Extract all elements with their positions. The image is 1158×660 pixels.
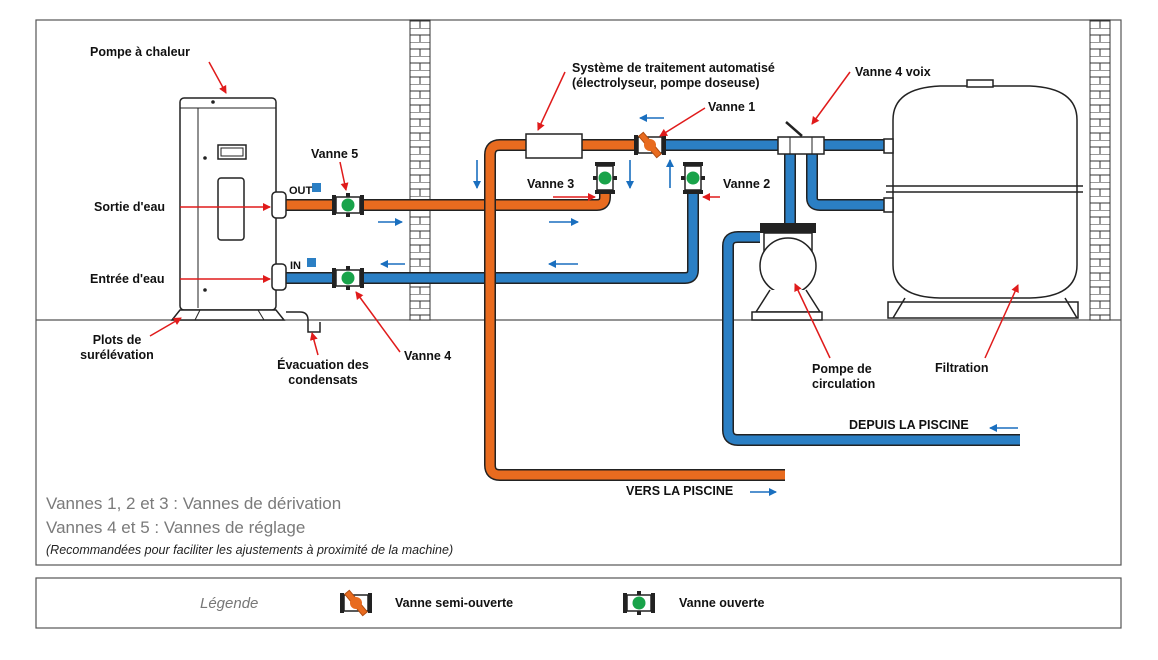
label-condensate-line1: Évacuation des bbox=[277, 358, 369, 372]
legend-title: Légende bbox=[200, 595, 259, 612]
brick-wall-right bbox=[1089, 19, 1111, 321]
treatment-box bbox=[525, 133, 583, 159]
label-pump: Pompe de circulation bbox=[812, 362, 875, 392]
condensate-drain bbox=[286, 311, 321, 333]
flow-arrows bbox=[378, 114, 1018, 496]
brick-wall-left bbox=[409, 19, 431, 321]
label-water-in: Entrée d'eau bbox=[90, 272, 165, 286]
label-valve4: Vanne 4 bbox=[404, 349, 452, 363]
label-risers-line2: surélévation bbox=[80, 348, 154, 362]
label-pump-line1: Pompe de bbox=[812, 362, 872, 376]
label-in-tag: IN bbox=[290, 260, 301, 272]
label-treatment-line2: (électrolyseur, pompe doseuse) bbox=[572, 76, 760, 90]
label-out-tag: OUT bbox=[289, 185, 313, 197]
label-valve5: Vanne 5 bbox=[311, 147, 359, 161]
label-heat-pump: Pompe à chaleur bbox=[90, 45, 191, 59]
filter-tank bbox=[883, 79, 1083, 319]
label-condensate-line2: condensats bbox=[288, 373, 358, 387]
diagram-frame bbox=[35, 19, 1122, 566]
label-water-out: Sortie d'eau bbox=[94, 200, 166, 214]
valve1-icon bbox=[633, 131, 667, 159]
label-treatment-line1: Système de traitement automatisé bbox=[572, 61, 775, 75]
valve4-icon bbox=[331, 265, 365, 291]
heat-pump bbox=[170, 97, 287, 321]
legend-open-label: Vanne ouverte bbox=[679, 596, 765, 610]
valve5-icon bbox=[331, 192, 365, 218]
note-adjust-valves: Vannes 4 et 5 : Vannes de réglage bbox=[46, 518, 306, 537]
legend-semi-open-icon bbox=[339, 589, 373, 617]
label-risers: Plots de surélévation bbox=[68, 333, 166, 363]
label-valve3: Vanne 3 bbox=[527, 177, 575, 191]
label-condensate: Évacuation des condensats bbox=[268, 358, 378, 388]
label-filtration: Filtration bbox=[935, 361, 989, 375]
label-valve1: Vanne 1 bbox=[708, 100, 756, 114]
red-arrows bbox=[149, 61, 1019, 359]
label-valve2: Vanne 2 bbox=[723, 177, 771, 191]
legend-open-icon bbox=[622, 590, 656, 616]
pipe-filter-lower bbox=[806, 150, 885, 211]
in-tag-icon bbox=[307, 258, 316, 267]
label-four-way-valve: Vanne 4 voix bbox=[855, 65, 931, 79]
notes-block: Vannes 1, 2 et 3 : Vannes de dérivation … bbox=[46, 492, 453, 560]
out-tag-icon bbox=[312, 183, 321, 192]
four-way-valve bbox=[777, 121, 825, 155]
valve3-icon bbox=[592, 161, 618, 195]
valve2-icon bbox=[680, 161, 706, 195]
legend-frame bbox=[35, 577, 1122, 629]
label-risers-line1: Plots de bbox=[92, 333, 142, 347]
label-from-pool: DEPUIS LA PISCINE bbox=[849, 418, 969, 432]
note-recommendation: (Recommandées pour faciliter les ajustem… bbox=[46, 543, 454, 557]
label-to-pool: VERS LA PISCINE bbox=[626, 484, 734, 498]
legend-semi-open-label: Vanne semi-ouverte bbox=[395, 596, 514, 610]
label-treatment: Système de traitement automatisé (électr… bbox=[572, 61, 775, 91]
label-pump-line2: circulation bbox=[812, 377, 876, 391]
note-bypass-valves: Vannes 1, 2 et 3 : Vannes de dérivation bbox=[46, 494, 342, 513]
circulation-pump bbox=[751, 223, 823, 321]
pipe-to-pool bbox=[484, 139, 785, 481]
